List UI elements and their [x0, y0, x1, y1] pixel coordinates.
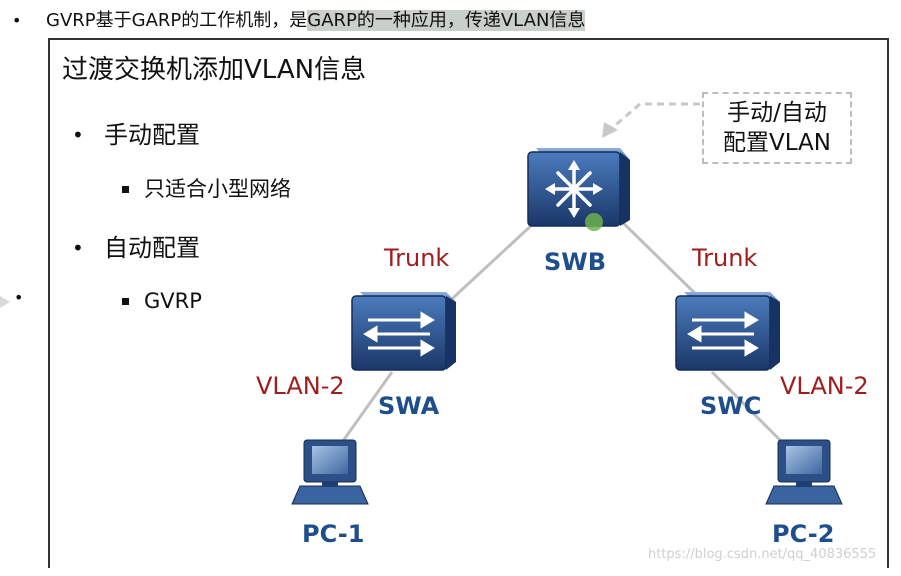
header-text-highlighted: GARP的一种应用，传递VLAN信息 [307, 10, 586, 31]
list-item-label: 手动配置 [104, 121, 200, 149]
vlan-label-left: VLAN-2 [256, 372, 345, 400]
slide-title: 过渡交换机添加VLAN信息 [62, 55, 367, 85]
bullet-dot: • [12, 11, 22, 30]
switch-swc-icon [675, 292, 780, 371]
switch-swb-icon [527, 148, 630, 231]
access-link-left [336, 371, 394, 449]
slide-frame [48, 38, 889, 568]
header-text-part-a: GVRP基于GARP的工作机制，是 [46, 10, 308, 31]
callout-box: 手动/自动 配置VLAN [702, 92, 852, 164]
trunk-link-left [438, 208, 550, 312]
callout-arrowhead [602, 122, 618, 138]
callout-arrow [611, 102, 700, 130]
trunk-label-right: Trunk [692, 244, 758, 272]
bullet-dot: • [14, 288, 24, 307]
switch-swa-icon [351, 292, 456, 371]
list-item-label: 自动配置 [104, 234, 200, 262]
pc-2-icon [765, 439, 843, 505]
access-link-right [710, 370, 790, 450]
callout-line-2: 配置VLAN [722, 130, 831, 156]
switch-label-swc: SWC [700, 392, 762, 420]
bullet-square [122, 298, 129, 305]
trunk-label-left: Trunk [384, 244, 450, 272]
vlan-label-right: VLAN-2 [780, 372, 869, 400]
switch-label-swb: SWB [544, 248, 607, 276]
switch-label-swa: SWA [378, 392, 440, 420]
callout-line-1: 手动/自动 [727, 100, 827, 126]
bullet-dot: • [72, 236, 84, 260]
bullet-dot: • [72, 123, 84, 147]
pc-label-1: PC-1 [302, 520, 365, 548]
bullet-square [122, 186, 129, 193]
header-text: GVRP基于GARP的工作机制，是GARP的一种应用，传递VLAN信息 [46, 6, 586, 36]
sub-item-label: GVRP [144, 289, 202, 313]
sub-item-label: 只适合小型网络 [144, 177, 291, 201]
pc-label-2: PC-2 [772, 520, 835, 548]
pc-1-icon [291, 439, 369, 505]
slide-pointer-icon [0, 296, 10, 308]
watermark-text: https://blog.csdn.net/qq_40836555 [648, 547, 877, 562]
